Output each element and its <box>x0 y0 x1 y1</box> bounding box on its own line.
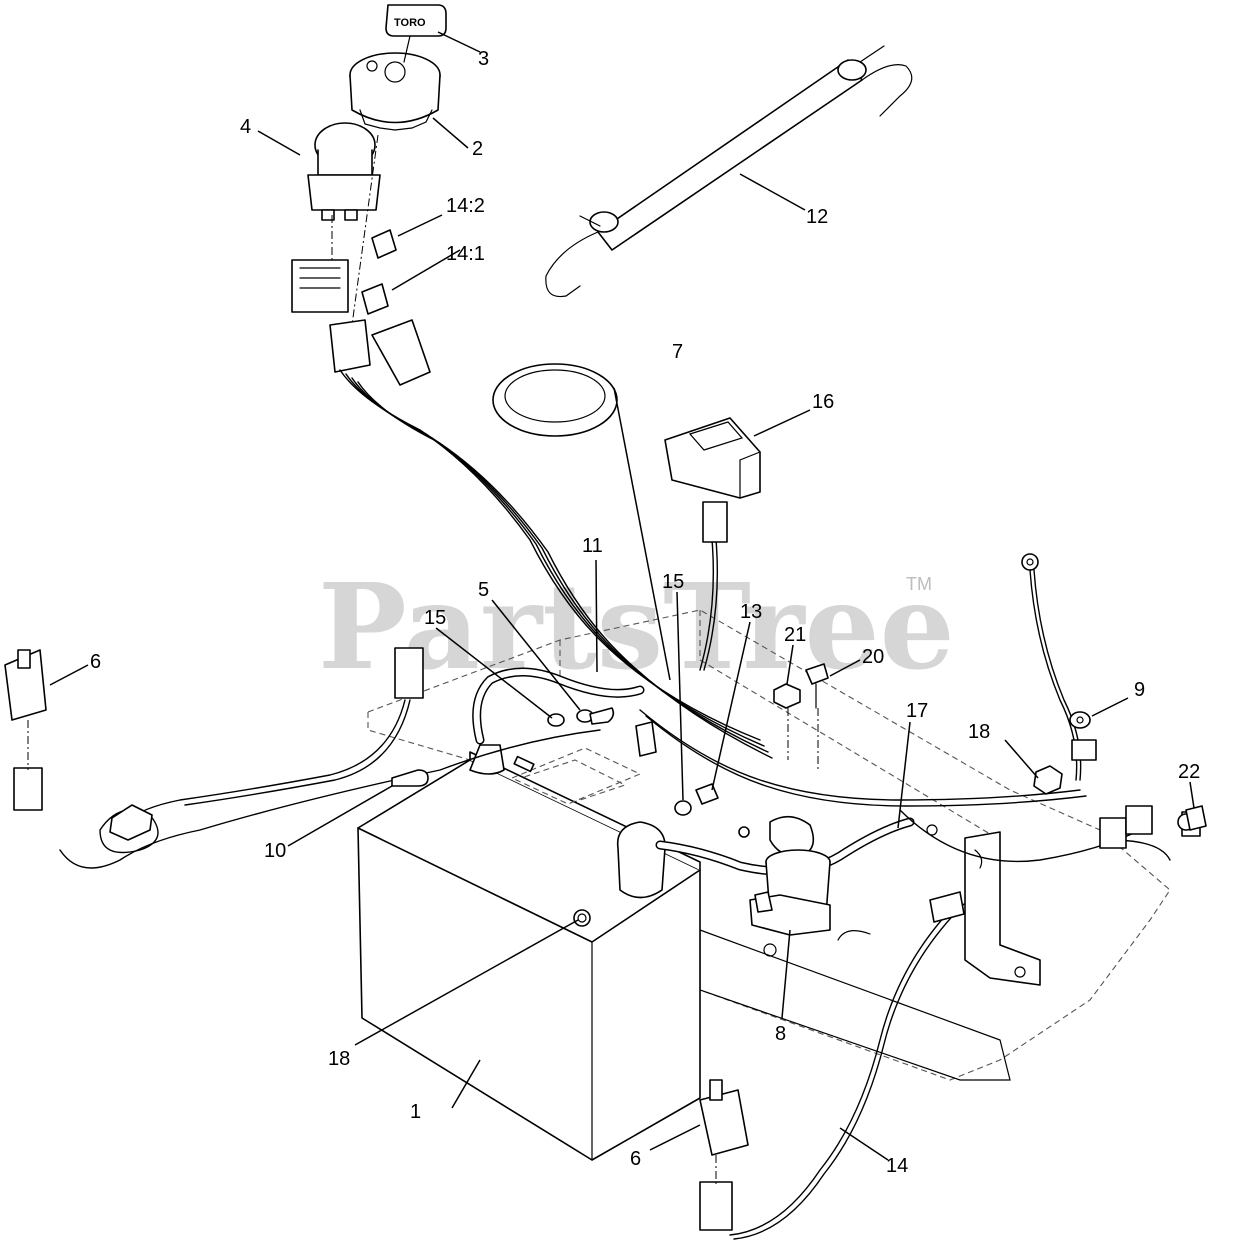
callout-18-right: 18 <box>968 721 990 743</box>
leader-2 <box>432 117 469 149</box>
leader-8 <box>781 929 791 1019</box>
leader-lines <box>49 31 1195 1161</box>
seat-switch-left <box>4 649 47 811</box>
callout-3: 3 <box>478 48 489 70</box>
leader-1 <box>451 1059 481 1109</box>
leader-13 <box>711 621 751 791</box>
callouts: 1 2 3 4 5 6 6 7 8 9 10 11 12 13 14 14:1 … <box>90 48 1200 1177</box>
starter-solenoid <box>749 849 831 936</box>
key-tag-text: TORO <box>394 17 426 29</box>
ground-cable <box>1021 553 1097 781</box>
callout-2: 2 <box>472 138 483 160</box>
callout-1: 1 <box>410 1101 421 1123</box>
leader-14-1 <box>391 249 461 291</box>
leader-10 <box>287 785 393 847</box>
leader-14 <box>839 1127 889 1161</box>
leader-15a <box>435 627 553 719</box>
leader-18b <box>1004 739 1039 779</box>
fasteners <box>547 663 1207 831</box>
control-rod <box>545 45 913 298</box>
leader-9 <box>1091 697 1129 717</box>
seat-switch-bottom <box>699 1079 749 1231</box>
callout-14: 14 <box>886 1155 908 1177</box>
pto-switch <box>307 122 381 221</box>
callout-15-right: 15 <box>662 571 684 593</box>
callout-8: 8 <box>775 1023 786 1045</box>
callout-16: 16 <box>812 391 834 413</box>
callout-15-left: 15 <box>424 607 446 629</box>
bolt-20 <box>805 663 829 685</box>
watermark-text: PartsTree <box>318 557 955 696</box>
callout-11: 11 <box>582 535 603 557</box>
bolt-13 <box>695 783 719 805</box>
callout-12: 12 <box>806 206 828 228</box>
nut-21 <box>773 683 801 709</box>
frame-bracket <box>964 811 1201 986</box>
callout-10: 10 <box>264 840 286 862</box>
hour-meter <box>664 417 761 499</box>
bolt-22 <box>1185 805 1207 831</box>
callout-22: 22 <box>1178 761 1200 783</box>
battery <box>357 747 701 1161</box>
callout-14-2: 14:2 <box>446 195 485 217</box>
washer-15-right <box>674 800 692 816</box>
wire-harness <box>59 369 1195 1240</box>
leader-18a <box>354 919 579 1046</box>
leader-20 <box>829 659 861 677</box>
callout-21: 21 <box>784 624 806 646</box>
callout-5: 5 <box>478 579 489 601</box>
ignition-key: TORO <box>385 4 447 63</box>
harness-connectors <box>291 134 431 386</box>
leader-15b <box>676 591 684 801</box>
washer-15-left <box>547 713 565 727</box>
leader-22 <box>1189 781 1195 809</box>
callout-18-left: 18 <box>328 1048 350 1070</box>
callout-14-1: 14:1 <box>446 243 485 265</box>
diode <box>109 769 429 841</box>
nut-18-right <box>1033 765 1063 795</box>
leader-14-2 <box>397 214 443 237</box>
leader-12 <box>739 173 806 211</box>
leader-7 <box>613 387 671 681</box>
callout-7: 7 <box>672 341 683 363</box>
callout-13: 13 <box>740 601 762 623</box>
leader-6a <box>49 664 89 686</box>
callout-20: 20 <box>862 646 884 668</box>
callout-6-left: 6 <box>90 651 101 673</box>
leader-21 <box>786 644 794 685</box>
callout-9: 9 <box>1134 679 1145 701</box>
watermark-trademark: TM <box>906 574 932 594</box>
leader-3 <box>437 31 481 53</box>
leader-17 <box>897 721 911 829</box>
leader-5 <box>491 599 581 711</box>
callout-6-bottom: 6 <box>630 1148 641 1170</box>
leader-4 <box>257 130 301 156</box>
callout-17: 17 <box>906 700 928 722</box>
leader-11 <box>595 559 598 673</box>
leader-16 <box>753 409 811 437</box>
leader-6b <box>649 1124 701 1151</box>
ignition-switch <box>349 52 441 131</box>
cover-cap <box>492 363 618 437</box>
watermark: PartsTree TM <box>318 557 955 696</box>
callout-4: 4 <box>240 116 251 138</box>
